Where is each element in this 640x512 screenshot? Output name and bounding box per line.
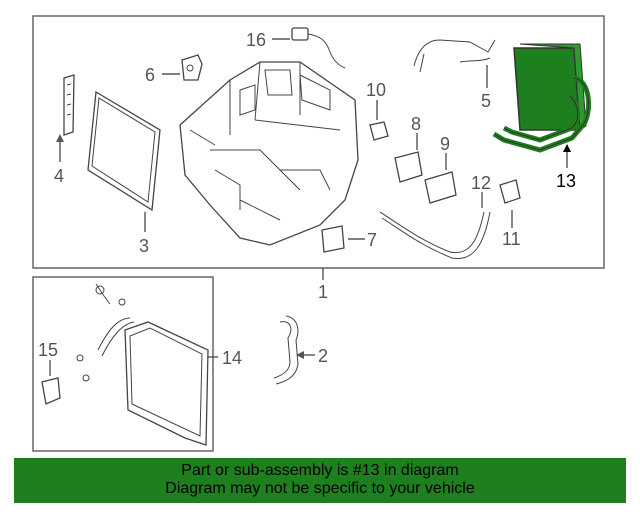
part-15-bracket[interactable] bbox=[41, 377, 61, 405]
callout-2: 2 bbox=[318, 346, 328, 366]
part-12-drain-hose[interactable] bbox=[379, 211, 491, 260]
part-2-hose[interactable] bbox=[273, 315, 299, 385]
callout-3: 3 bbox=[139, 236, 149, 256]
callout-15: 15 bbox=[38, 340, 58, 360]
evaporator-subassembly-frame bbox=[32, 276, 214, 452]
part-9-control-module[interactable] bbox=[424, 171, 457, 204]
callout-12: 12 bbox=[471, 173, 491, 193]
part-info-banner: Part or sub-assembly is #13 in diagram D… bbox=[14, 458, 626, 503]
callout-6: 6 bbox=[145, 65, 155, 85]
part-14-evaporator[interactable] bbox=[76, 283, 209, 446]
part-10-sensor[interactable] bbox=[369, 121, 389, 141]
part-4-bracket[interactable] bbox=[63, 74, 75, 136]
main-assembly-frame bbox=[32, 15, 605, 269]
part-3-cabin-filter[interactable] bbox=[87, 90, 161, 212]
callout-5: 5 bbox=[481, 91, 491, 111]
callout-8: 8 bbox=[411, 114, 421, 134]
part-5-pipe-assembly[interactable] bbox=[413, 39, 496, 73]
part-11-sensor[interactable] bbox=[499, 179, 521, 204]
callout-13: 13 bbox=[556, 171, 576, 191]
callout-16: 16 bbox=[246, 30, 266, 50]
part-6-actuator[interactable] bbox=[181, 54, 203, 81]
callout-9: 9 bbox=[440, 134, 450, 154]
callout-11: 11 bbox=[502, 229, 521, 249]
callout-4: 4 bbox=[54, 166, 64, 186]
callout-7: 7 bbox=[367, 230, 377, 250]
callout-10: 10 bbox=[366, 80, 386, 100]
part-8-resistor[interactable] bbox=[394, 151, 423, 183]
callout-1: 1 bbox=[318, 282, 328, 302]
part-1-hvac-case[interactable] bbox=[179, 61, 359, 246]
banner-line-1: Part or sub-assembly is #13 in diagram bbox=[181, 462, 459, 479]
part-16-wiring-harness[interactable] bbox=[291, 27, 346, 69]
part-13-heater-core[interactable] bbox=[492, 43, 592, 153]
banner-line-2: Diagram may not be specific to your vehi… bbox=[165, 480, 475, 497]
callout-14: 14 bbox=[222, 348, 242, 368]
part-7-module[interactable] bbox=[321, 225, 345, 253]
